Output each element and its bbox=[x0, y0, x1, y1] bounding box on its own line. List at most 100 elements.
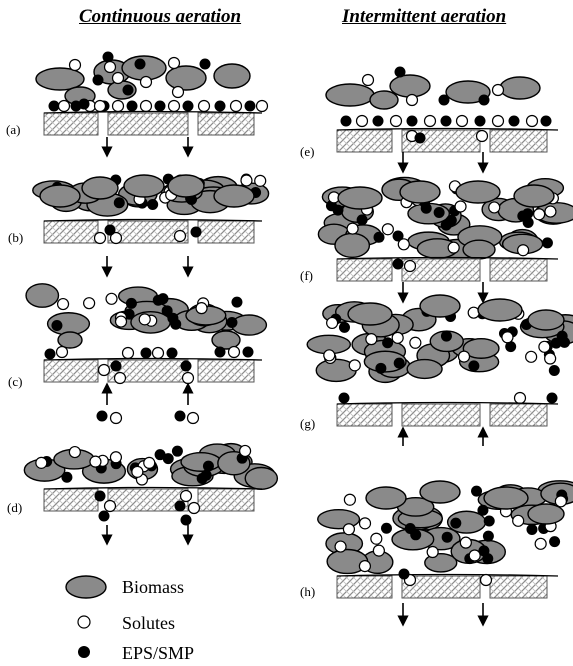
biomass-floc bbox=[26, 284, 58, 307]
eps-particle bbox=[245, 101, 256, 112]
eps-particle bbox=[483, 531, 494, 542]
solute-particle bbox=[335, 541, 346, 552]
solute-particle bbox=[357, 116, 368, 127]
solute-particle bbox=[123, 348, 134, 359]
solute-particle bbox=[515, 393, 526, 404]
eps-particle bbox=[51, 320, 62, 331]
eps-particle bbox=[172, 446, 183, 457]
eps-particle bbox=[374, 232, 385, 243]
biomass-floc bbox=[214, 185, 254, 207]
panel-label-g: (g) bbox=[300, 416, 315, 432]
solute-particle bbox=[196, 303, 207, 314]
legend-eps-icon bbox=[78, 646, 90, 658]
solute-particle bbox=[95, 101, 106, 112]
panel-label-d: (d) bbox=[7, 500, 22, 516]
eps-particle bbox=[415, 133, 426, 144]
biomass-floc bbox=[245, 468, 277, 490]
eps-particle bbox=[547, 393, 558, 404]
biomass-floc bbox=[514, 185, 554, 207]
solute-particle bbox=[141, 77, 152, 88]
solute-particle bbox=[105, 501, 116, 512]
panel-label-h: (h) bbox=[300, 584, 315, 600]
eps-particle bbox=[394, 358, 405, 369]
solute-particle bbox=[327, 317, 338, 328]
solute-particle bbox=[371, 533, 382, 544]
biomass-floc bbox=[166, 66, 206, 90]
solute-particle bbox=[169, 101, 180, 112]
eps-particle bbox=[155, 101, 166, 112]
solute-particle bbox=[410, 337, 421, 348]
biomass-floc bbox=[400, 181, 440, 203]
biomass-floc bbox=[40, 185, 80, 207]
solute-particle bbox=[427, 547, 438, 558]
solute-particle bbox=[398, 239, 409, 250]
panel-label-b: (b) bbox=[8, 230, 23, 246]
biomass-floc bbox=[326, 84, 374, 106]
eps-particle bbox=[382, 337, 393, 348]
solute-particle bbox=[344, 494, 355, 505]
solute-particle bbox=[545, 353, 556, 364]
biomass-floc bbox=[181, 453, 221, 472]
biomass-floc bbox=[456, 181, 500, 203]
eps-particle bbox=[357, 214, 368, 225]
eps-particle bbox=[341, 116, 352, 127]
biomass-floc bbox=[478, 299, 522, 321]
eps-particle bbox=[442, 532, 453, 543]
solute-particle bbox=[366, 334, 377, 345]
biomass-floc bbox=[124, 175, 164, 197]
solute-particle bbox=[527, 116, 538, 127]
biomass-floc bbox=[420, 295, 460, 317]
legend-solutes-icon bbox=[78, 616, 90, 628]
membrane-block bbox=[44, 360, 98, 382]
eps-particle bbox=[243, 347, 254, 358]
solute-particle bbox=[489, 202, 500, 213]
solute-particle bbox=[448, 242, 459, 253]
eps-particle bbox=[197, 473, 208, 484]
eps-particle bbox=[114, 197, 125, 208]
biomass-floc bbox=[407, 360, 442, 379]
eps-particle bbox=[434, 207, 445, 218]
eps-particle bbox=[103, 52, 114, 63]
solute-particle bbox=[105, 62, 116, 73]
biomass-floc bbox=[338, 187, 382, 209]
eps-particle bbox=[141, 348, 152, 359]
solute-particle bbox=[110, 452, 121, 463]
solute-particle bbox=[477, 131, 488, 142]
solute-particle bbox=[257, 101, 268, 112]
eps-particle bbox=[155, 449, 166, 460]
eps-particle bbox=[191, 227, 202, 238]
solute-particle bbox=[57, 347, 68, 358]
eps-particle bbox=[522, 208, 533, 219]
eps-particle bbox=[215, 347, 226, 358]
eps-particle bbox=[477, 505, 488, 516]
membrane-block bbox=[198, 221, 254, 243]
solute-particle bbox=[59, 101, 70, 112]
solute-particle bbox=[535, 538, 546, 549]
eps-particle bbox=[135, 59, 146, 70]
solute-particle bbox=[545, 206, 556, 217]
solute-particle bbox=[405, 261, 416, 272]
solute-particle bbox=[116, 316, 127, 327]
membrane-block bbox=[490, 259, 547, 281]
membrane-block bbox=[44, 221, 98, 243]
eps-particle bbox=[231, 297, 242, 308]
solute-particle bbox=[534, 209, 545, 220]
legend-biomass-label: Biomass bbox=[122, 577, 184, 598]
eps-particle bbox=[395, 67, 406, 78]
biomass-floc bbox=[82, 177, 118, 199]
eps-particle bbox=[147, 199, 158, 210]
solute-particle bbox=[324, 350, 335, 361]
eps-particle bbox=[111, 361, 122, 372]
legend-biomass-icon bbox=[66, 576, 106, 598]
biomass-floc bbox=[528, 310, 564, 330]
solute-particle bbox=[99, 365, 110, 376]
eps-particle bbox=[407, 116, 418, 127]
eps-particle bbox=[439, 95, 450, 106]
solute-particle bbox=[460, 537, 471, 548]
membrane-block bbox=[490, 404, 547, 426]
solute-particle bbox=[173, 87, 184, 98]
solute-particle bbox=[199, 101, 210, 112]
biomass-floc bbox=[366, 487, 406, 509]
eps-particle bbox=[127, 101, 138, 112]
